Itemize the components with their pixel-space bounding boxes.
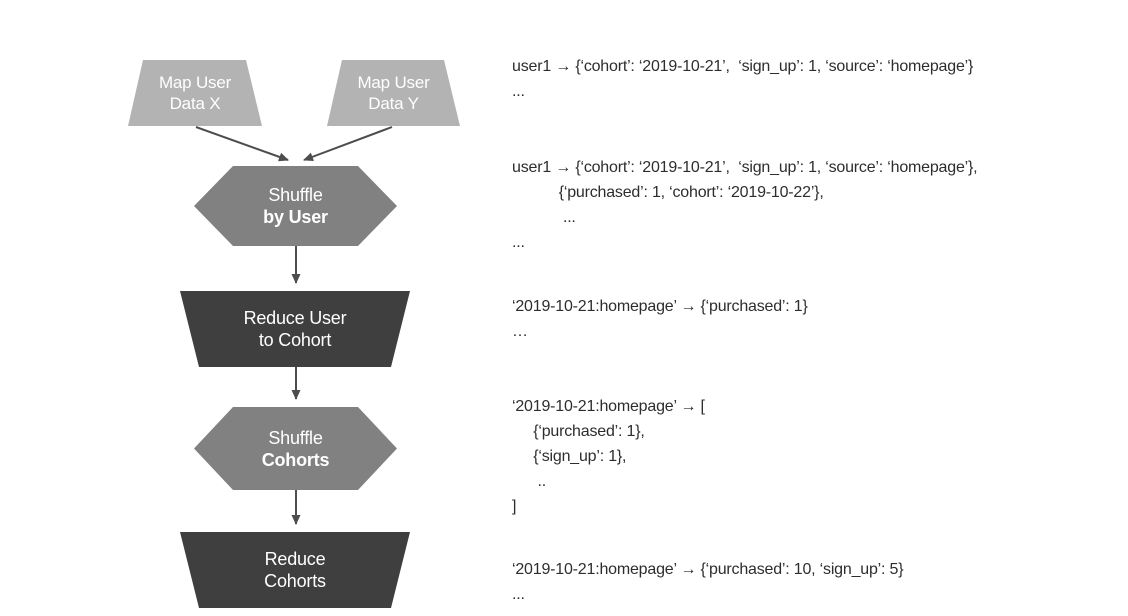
annotation-line: {‘purchased’: 1}, bbox=[512, 423, 645, 440]
node-label-line: Shuffle bbox=[268, 185, 323, 205]
node-map-user-data-x: Map User Data X bbox=[128, 60, 262, 126]
node-label-line: Data Y bbox=[368, 94, 419, 113]
annotation-line: ] bbox=[512, 498, 517, 515]
annotation-line: ‘2019-10-21:homepage’ → {‘purchased’: 1} bbox=[512, 298, 808, 315]
annotation-shuffle-user-output: user1 → {‘cohort’: ‘2019-10-21’, ‘sign_u… bbox=[512, 155, 978, 255]
annotation-line: … bbox=[512, 323, 528, 340]
annotation-line: ‘2019-10-21:homepage’ → {‘purchased’: 10… bbox=[512, 561, 904, 578]
node-reduce-cohorts: Reduce Cohorts bbox=[180, 532, 410, 608]
node-label-line: Map User bbox=[158, 73, 232, 92]
annotation-line: {‘sign_up’: 1}, bbox=[512, 448, 627, 465]
node-label-line: Cohorts bbox=[264, 571, 326, 591]
node-map-user-data-y: Map User Data Y bbox=[327, 60, 460, 126]
annotation-line: ‘2019-10-21:homepage’ → [ bbox=[512, 398, 705, 415]
node-label-line: Map User bbox=[357, 73, 430, 92]
annotation-reduce-cohorts-output: ‘2019-10-21:homepage’ → {‘purchased’: 10… bbox=[512, 557, 904, 607]
node-label-line: to Cohort bbox=[258, 330, 332, 350]
annotation-line: .. bbox=[512, 473, 546, 490]
annotation-line: ... bbox=[512, 83, 525, 100]
arrow-map-y-to-shuffle-user bbox=[303, 126, 393, 162]
node-shuffle-cohorts: Shuffle Cohorts bbox=[194, 407, 397, 490]
node-label-line: by User bbox=[263, 207, 328, 227]
annotation-map-output: user1 → {‘cohort’: ‘2019-10-21’, ‘sign_u… bbox=[512, 54, 973, 104]
arrow-map-x-to-shuffle-user bbox=[195, 126, 289, 162]
annotation-line: user1 → {‘cohort’: ‘2019-10-21’, ‘sign_u… bbox=[512, 159, 978, 176]
node-label-line: Reduce bbox=[264, 549, 326, 569]
annotation-line: {‘purchased’: 1, ‘cohort’: ‘2019-10-22’}… bbox=[512, 184, 824, 201]
node-shuffle-by-user: Shuffle by User bbox=[194, 166, 397, 246]
node-label-line: Shuffle bbox=[268, 427, 323, 448]
annotation-line: user1 → {‘cohort’: ‘2019-10-21’, ‘sign_u… bbox=[512, 58, 974, 75]
annotation-reduce-user-output: ‘2019-10-21:homepage’ → {‘purchased’: 1}… bbox=[512, 294, 808, 344]
node-label-line: Cohorts bbox=[261, 449, 330, 470]
flow-arrows bbox=[195, 126, 393, 525]
node-label-line: Reduce User bbox=[243, 308, 347, 328]
annotation-shuffle-cohorts-output: ‘2019-10-21:homepage’ → [ {‘purchased’: … bbox=[512, 394, 705, 519]
annotation-line: ... bbox=[512, 586, 525, 603]
annotation-line: ... bbox=[512, 209, 576, 226]
node-label-line: Data X bbox=[169, 94, 221, 113]
annotation-line: ... bbox=[512, 234, 525, 251]
node-reduce-user-to-cohort: Reduce User to Cohort bbox=[180, 291, 410, 367]
